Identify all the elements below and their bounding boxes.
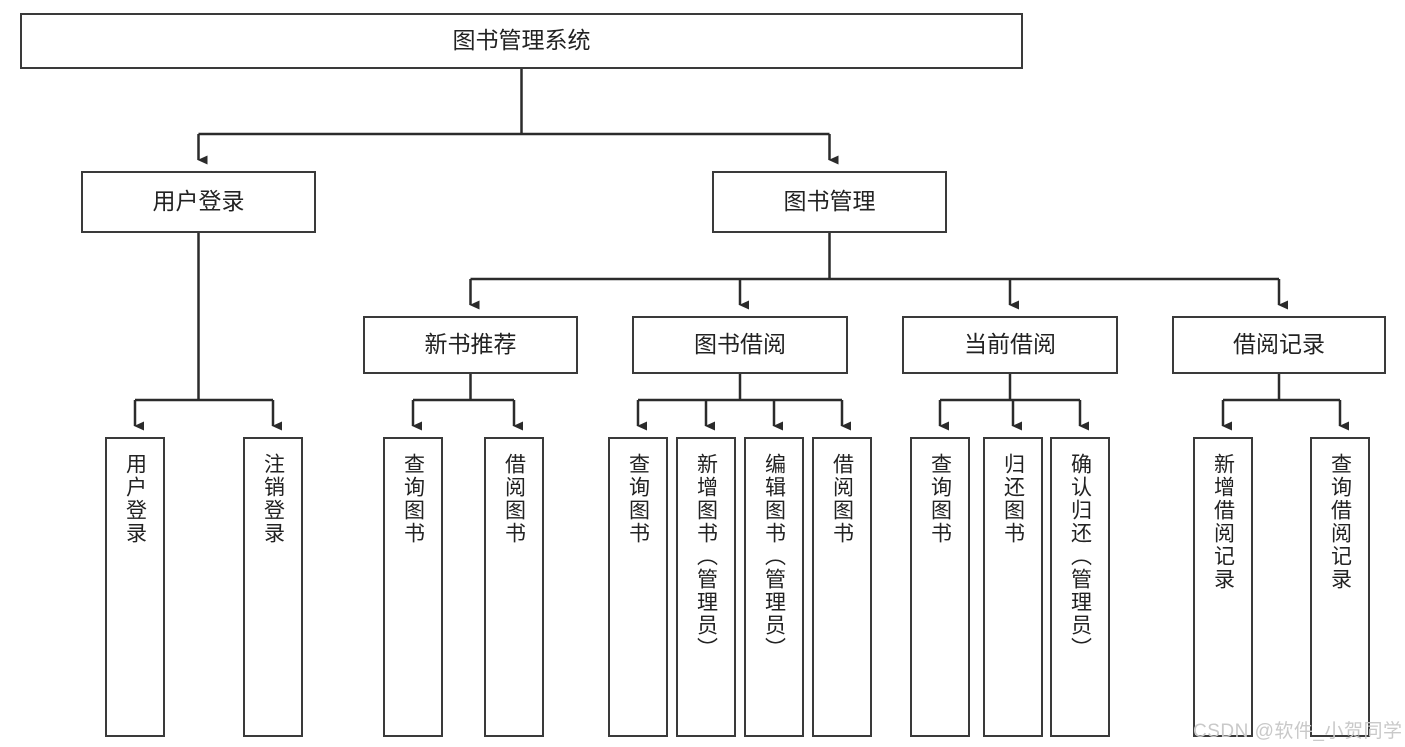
node-label-l3-b2: 借阅图书 [502,453,526,545]
node-label-l1-login: 用户登录 [152,188,245,215]
edges [133,69,1349,431]
node-label-l1-books: 图书管理 [783,188,876,215]
node-l3-c2[interactable]: 新增图书（管理员） [676,437,736,737]
node-l3-e1[interactable]: 新增借阅记录 [1193,437,1253,737]
node-l3-a1[interactable]: 用户登录 [105,437,165,737]
node-l3-d3[interactable]: 确认归还（管理员） [1050,437,1110,737]
node-label-l2-newbook: 新书推荐 [424,331,517,358]
node-label-l3-e1: 新增借阅记录 [1211,453,1235,591]
node-l1-login[interactable]: 用户登录 [81,171,316,233]
node-l3-c4[interactable]: 借阅图书 [812,437,872,737]
node-label-l3-a2: 注销登录 [261,453,285,545]
node-l3-d1[interactable]: 查询图书 [910,437,970,737]
node-label-l3-c1: 查询图书 [626,453,650,545]
node-l3-a2[interactable]: 注销登录 [243,437,303,737]
node-l3-c3[interactable]: 编辑图书（管理员） [744,437,804,737]
node-l2-current[interactable]: 当前借阅 [902,316,1118,374]
node-l2-borrow[interactable]: 图书借阅 [632,316,848,374]
node-l3-d2[interactable]: 归还图书 [983,437,1043,737]
node-label-l3-d3: 确认归还（管理员） [1068,453,1092,660]
node-l3-e2[interactable]: 查询借阅记录 [1310,437,1370,737]
node-l3-b1[interactable]: 查询图书 [383,437,443,737]
node-label-l3-c2: 新增图书（管理员） [694,453,718,660]
node-l3-b2[interactable]: 借阅图书 [484,437,544,737]
node-label-l2-borrow: 图书借阅 [694,331,786,358]
node-label-l2-current: 当前借阅 [964,331,1056,358]
node-label-l3-c4: 借阅图书 [830,453,854,545]
node-label-l2-record: 借阅记录 [1233,331,1325,358]
node-label-l3-b1: 查询图书 [401,453,425,545]
node-root[interactable]: 图书管理系统 [20,13,1023,69]
node-l2-record[interactable]: 借阅记录 [1172,316,1386,374]
node-label-root: 图书管理系统 [452,27,591,54]
node-label-l3-a1: 用户登录 [123,453,147,545]
node-label-l3-d2: 归还图书 [1001,453,1025,545]
node-l3-c1[interactable]: 查询图书 [608,437,668,737]
node-label-l3-c3: 编辑图书（管理员） [762,453,786,660]
node-l2-newbook[interactable]: 新书推荐 [363,316,578,374]
node-label-l3-e2: 查询借阅记录 [1328,453,1352,591]
node-l1-books[interactable]: 图书管理 [712,171,947,233]
node-label-l3-d1: 查询图书 [928,453,952,545]
